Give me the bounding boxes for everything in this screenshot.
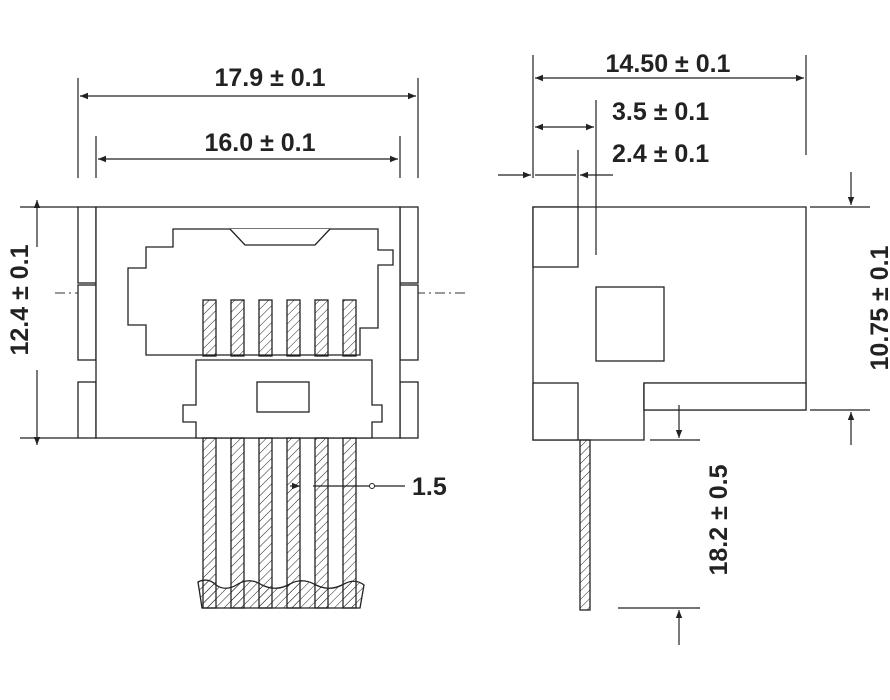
pins xyxy=(202,437,357,609)
side-height-label: 10.75 ± 0.1 xyxy=(866,245,890,370)
dim-offset-a: 3.5 ± 0.1 xyxy=(535,98,709,255)
offset-b-label: 2.4 ± 0.1 xyxy=(612,140,709,168)
dim-pin-length: 18.2 ± 0.5 xyxy=(618,405,733,645)
dim-inner-width: 16.0 ± 0.1 xyxy=(95,129,401,178)
dim-depth: 14.50 ± 0.1 xyxy=(532,50,807,178)
height-label: 12.4 ± 0.1 xyxy=(6,244,34,355)
dim-side-height: 10.75 ± 0.1 xyxy=(810,172,890,445)
contacts xyxy=(202,299,357,357)
inner-width-label: 16.0 ± 0.1 xyxy=(204,129,315,157)
depth-label: 14.50 ± 0.1 xyxy=(606,50,731,78)
front-view: 17.9 ± 0.1 16.0 ± 0.1 12.4 ± 0.1 1.5 xyxy=(6,64,468,609)
side-window xyxy=(595,286,665,362)
side-notch-top xyxy=(532,206,579,268)
pin-length-label: 18.2 ± 0.5 xyxy=(705,464,733,575)
right-flange xyxy=(399,206,419,439)
side-view: 14.50 ± 0.1 3.5 ± 0.1 2.4 ± 0.1 10.75 ± … xyxy=(498,50,890,645)
side-notch-bottom xyxy=(532,382,579,441)
left-flange xyxy=(77,206,97,439)
dim-height: 12.4 ± 0.1 xyxy=(6,200,78,445)
overall-width-label: 17.9 ± 0.1 xyxy=(214,64,325,92)
pin-break-section xyxy=(197,579,365,609)
dim-offset-b: 2.4 ± 0.1 xyxy=(498,140,709,207)
pin-pitch-label: 1.5 xyxy=(412,473,447,501)
dim-overall-width: 17.9 ± 0.1 xyxy=(77,64,419,178)
side-pin xyxy=(579,439,591,611)
dim-pin-pitch: 1.5 xyxy=(290,473,447,501)
offset-a-label: 3.5 ± 0.1 xyxy=(612,98,709,126)
latch-tab xyxy=(229,228,331,246)
insert-window xyxy=(256,381,310,413)
